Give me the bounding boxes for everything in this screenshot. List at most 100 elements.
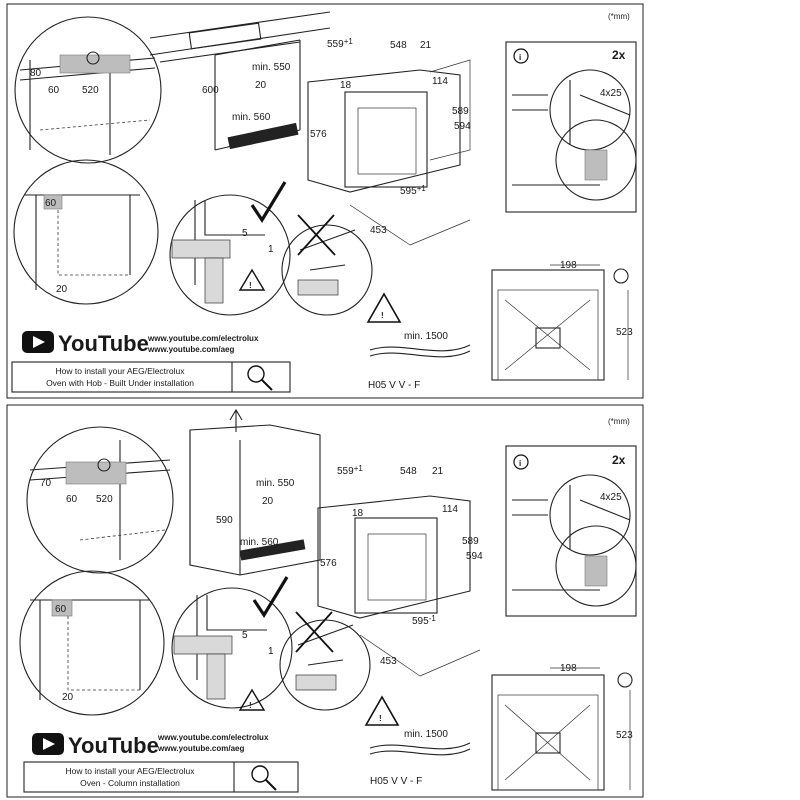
video-caption-line2: Oven with Hob - Built Under installation bbox=[46, 378, 194, 388]
info-icon-2 bbox=[513, 454, 529, 470]
cable-drawing-2: min. 1500 H05 V V - F bbox=[369, 729, 471, 787]
power-icon-2 bbox=[613, 268, 629, 284]
video-caption-line1: How to install your AEG/Electrolux bbox=[56, 366, 186, 376]
cable-drawing: min. 1500 H05 V V - F bbox=[368, 331, 471, 391]
dim-door: 21 bbox=[420, 40, 432, 51]
video-caption-box[interactable] bbox=[11, 361, 291, 393]
panel-built-under: (*mm) 80 60 520 60 20 600 bbox=[6, 3, 644, 399]
dim-depth-small-2: 60 bbox=[66, 494, 78, 505]
dim-side-gap-2: 20 bbox=[262, 496, 274, 507]
dim-min-depth: min. 560 bbox=[232, 112, 271, 123]
checkmark-icon-2 bbox=[252, 576, 289, 618]
corner-detail-circle-2: 60 20 bbox=[19, 570, 165, 716]
dim-min-width: min. 550 bbox=[252, 62, 291, 73]
wiring-height: 523 bbox=[616, 327, 633, 338]
dim-side-depth: 453 bbox=[370, 225, 387, 236]
dim-height-1-2: 589 bbox=[462, 536, 479, 547]
dim-front-height: 576 bbox=[310, 129, 327, 140]
screw-size-2: 4x25 bbox=[600, 492, 622, 503]
dim-panel: 114 bbox=[432, 76, 448, 87]
dim-niche-height-2: 590 bbox=[216, 515, 233, 526]
dim-width-top: 559+1 bbox=[327, 37, 353, 50]
panel-column: (*mm) 70 60 520 60 20 590 min. 550 bbox=[6, 404, 644, 798]
dim-top-gap: 80 bbox=[30, 68, 42, 79]
fitting-correct-circle: 5 1 ! bbox=[169, 181, 291, 316]
column-drawing: 590 min. 550 20 min. 560 bbox=[189, 408, 321, 576]
unit-note: (*mm) bbox=[608, 12, 630, 21]
fitting-wrong-circle-2 bbox=[279, 611, 371, 711]
warning-icon-2 bbox=[366, 292, 402, 323]
screw-size: 4x25 bbox=[600, 88, 622, 99]
cabinet-detail-circle-2: 70 60 520 bbox=[26, 426, 174, 574]
screw-count: 2x bbox=[612, 48, 626, 62]
url-electrolux[interactable]: www.youtube.com/electrolux bbox=[147, 334, 259, 343]
video-caption-line1-2: How to install your AEG/Electrolux bbox=[66, 766, 196, 776]
magnifier-icon[interactable] bbox=[247, 365, 273, 391]
dim-bottom-width: 595+1 bbox=[400, 184, 426, 197]
warning-icon bbox=[238, 268, 266, 291]
dim-niche-height: 600 bbox=[202, 85, 219, 96]
dim-vent: 60 bbox=[45, 198, 57, 209]
svg-text:!: ! bbox=[379, 714, 382, 723]
youtube-logo-2: YouTube bbox=[32, 733, 159, 758]
info-icon bbox=[513, 48, 529, 64]
corner-detail-circle: 60 20 bbox=[13, 159, 159, 305]
svg-text:!: ! bbox=[381, 311, 384, 320]
cross-icon-2 bbox=[295, 611, 334, 653]
cable-type-2: H05 V V - F bbox=[370, 776, 422, 787]
dim-depth-small: 60 bbox=[48, 85, 60, 96]
dim-gap: 5 bbox=[242, 228, 248, 239]
youtube-logo: YouTube bbox=[22, 331, 149, 356]
power-icon-4 bbox=[617, 672, 633, 688]
dim-width-top-2: 559+1 bbox=[337, 464, 363, 477]
oven-drawing-2: 559+1 548 21 18 114 576 589 594 595-1 45… bbox=[317, 464, 483, 677]
checkmark-icon bbox=[250, 181, 287, 223]
dim-panel-2: 114 bbox=[442, 504, 458, 515]
fitting-correct-circle-2: 5 1 ! bbox=[171, 576, 293, 711]
wiring-box: 198 523 bbox=[491, 260, 633, 381]
dim-top-gap-2: 70 bbox=[40, 478, 52, 489]
dim-side-gap: 20 bbox=[255, 80, 267, 91]
svg-text:!: ! bbox=[249, 701, 252, 710]
power-icon bbox=[86, 51, 100, 65]
dim-height-2: 594 bbox=[454, 121, 471, 132]
power-icon-3 bbox=[97, 458, 111, 472]
url-aeg-2[interactable]: www.youtube.com/aeg bbox=[157, 744, 244, 753]
niche-drawing: 600 min. 550 20 min. 560 bbox=[149, 11, 331, 151]
svg-text:!: ! bbox=[249, 281, 252, 290]
cable-min: min. 1500 bbox=[404, 331, 448, 342]
wiring-width-2: 198 bbox=[560, 663, 577, 674]
dim-gap-b: 5 bbox=[242, 630, 248, 641]
dim-gap-2-b: 1 bbox=[268, 646, 274, 657]
svg-text:YouTube: YouTube bbox=[58, 331, 149, 356]
cross-icon bbox=[297, 214, 336, 256]
screw-count-2: 2x bbox=[612, 453, 626, 467]
dim-height-2-2: 594 bbox=[466, 551, 483, 562]
wiring-height-2: 523 bbox=[616, 730, 633, 741]
screw-info-box-2: i 2x 4x25 bbox=[505, 445, 637, 617]
video-caption-box-2[interactable] bbox=[23, 761, 299, 793]
warning-icon-3 bbox=[238, 688, 266, 711]
cabinet-detail-circle: 80 60 520 bbox=[14, 16, 162, 164]
dim-depth: 520 bbox=[82, 85, 99, 96]
dim-depth-oven-2: 548 bbox=[400, 466, 417, 477]
cable-type: H05 V V - F bbox=[368, 380, 420, 391]
dim-door-2: 21 bbox=[432, 466, 444, 477]
warning-icon-4 bbox=[364, 695, 400, 726]
dim-side-depth-2: 453 bbox=[380, 656, 397, 667]
unit-note-2: (*mm) bbox=[608, 417, 630, 426]
svg-text:YouTube: YouTube bbox=[68, 733, 159, 758]
dim-min-depth-2: min. 560 bbox=[240, 537, 279, 548]
dim-top-trim-2: 18 bbox=[352, 508, 364, 519]
dim-depth-2: 520 bbox=[96, 494, 113, 505]
url-electrolux-2[interactable]: www.youtube.com/electrolux bbox=[157, 733, 269, 742]
arrow-up-icon bbox=[229, 408, 243, 432]
dim-gap-2: 1 bbox=[268, 244, 274, 255]
svg-text:i: i bbox=[519, 53, 521, 62]
video-caption-line2-2: Oven - Column installation bbox=[80, 778, 180, 788]
dim-front-height-2: 576 bbox=[320, 558, 337, 569]
cable-min-2: min. 1500 bbox=[404, 729, 448, 740]
url-aeg[interactable]: www.youtube.com/aeg bbox=[147, 345, 234, 354]
magnifier-icon-2[interactable] bbox=[251, 765, 277, 791]
dim-base: 20 bbox=[56, 284, 68, 295]
